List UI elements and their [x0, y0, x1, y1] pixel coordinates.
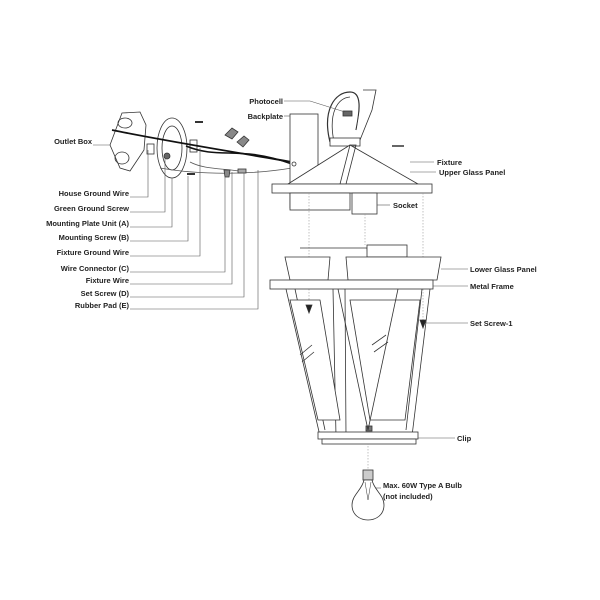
label-fixture: Fixture: [437, 158, 463, 167]
label-set-screw-1: Set Screw-1: [470, 319, 513, 328]
label-clip: Clip: [457, 434, 472, 443]
label-bulb: Max. 60W Type A Bulb: [383, 481, 462, 490]
metal-frame: [269, 279, 434, 445]
label-metal-frame: Metal Frame: [470, 282, 514, 291]
photocell: [342, 110, 353, 117]
set-screw-1-left: [305, 304, 313, 315]
label-rubber-pad: Rubber Pad (E): [74, 301, 129, 310]
arm: [326, 91, 360, 143]
label-socket: Socket: [393, 201, 418, 210]
label-upper-glass-panel: Upper Glass Panel: [439, 168, 506, 177]
house-wire: [111, 129, 293, 163]
label-fixture-wire: Fixture Wire: [85, 276, 129, 285]
light-bulb: [351, 469, 385, 521]
outlet-box: [109, 111, 147, 172]
label-backplate: Backplate: [247, 112, 283, 121]
label-mounting-screw: Mounting Screw (B): [58, 233, 129, 242]
label-wire-connector: Wire Connector (C): [60, 264, 129, 273]
label-house-ground-wire: House Ground Wire: [58, 189, 129, 198]
upper-hood: [271, 144, 433, 215]
socket: [351, 192, 378, 215]
label-fixture-ground-wire: Fixture Ground Wire: [56, 248, 129, 257]
label-lower-glass-panel: Lower Glass Panel: [470, 265, 537, 274]
set-screw-1-right: [419, 319, 427, 330]
label-mounting-plate-unit: Mounting Plate Unit (A): [46, 219, 129, 228]
label-photocell: Photocell: [249, 97, 283, 106]
label-outlet-box: Outlet Box: [54, 137, 92, 146]
label-green-ground-screw: Green Ground Screw: [53, 204, 129, 213]
leader-lines: [93, 100, 468, 489]
label-set-screw-d: Set Screw (D): [80, 289, 129, 298]
label-bulb-note: (not included): [383, 492, 433, 501]
lower-glass-panel: [284, 244, 442, 281]
